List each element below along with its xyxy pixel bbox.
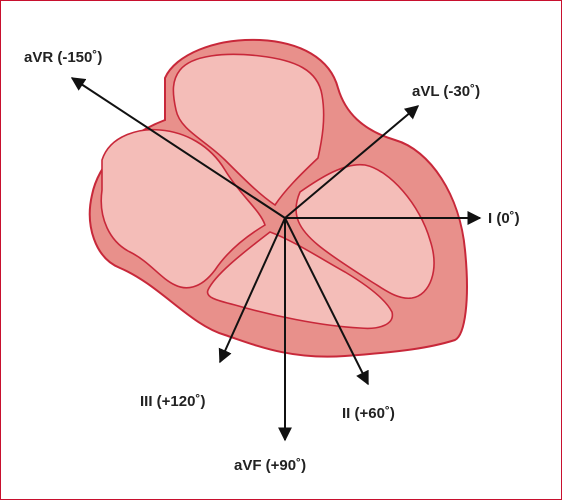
label-avf: aVF (+90˚): [234, 457, 306, 474]
label-avr: aVR (-150˚): [24, 49, 102, 66]
label-avl: aVL (-30˚): [412, 83, 480, 100]
chamber-right: [295, 163, 435, 300]
label-i: I (0˚): [488, 210, 520, 227]
chamber-lower: [206, 231, 394, 330]
label-ii: II (+60˚): [342, 405, 395, 422]
axis-avl: [284, 105, 420, 219]
axis-avr: [70, 77, 286, 219]
label-iii: III (+120˚): [140, 393, 205, 410]
axis-iii: [218, 217, 286, 364]
chamber-upper-left: [100, 128, 266, 289]
lead-axes: [70, 77, 482, 442]
chamber-upper: [172, 53, 325, 207]
axis-ii: [284, 217, 369, 386]
